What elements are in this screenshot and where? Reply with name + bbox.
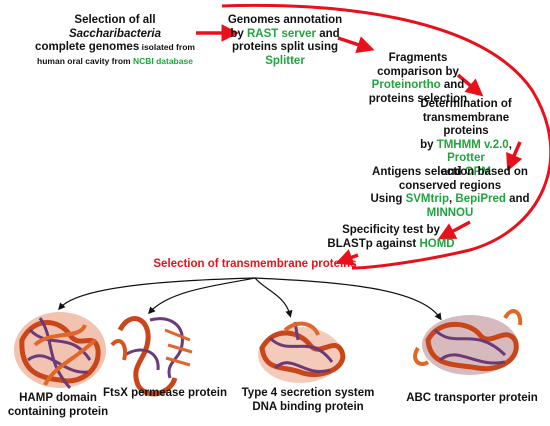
step-1-line-2-suffix: isolated from	[139, 42, 195, 52]
step-1-line-1: Selection of all	[74, 14, 156, 26]
tmhmm-label: TMHMM v.2.0	[436, 138, 509, 151]
protein-label-t4ss: Type 4 secretion system DNA binding prot…	[238, 387, 378, 414]
step-4-line-4: and	[441, 165, 465, 178]
arrow-step6-to-result	[335, 249, 359, 266]
branch-to-t4ss	[254, 277, 293, 318]
step-1-line-3: human oral cavity from	[37, 55, 133, 66]
step-6-specificity: Specificity test by BLASTp against HOMD	[326, 224, 456, 251]
t4ss-line-2: DNA binding protein	[252, 400, 364, 413]
step-3-line-1: Fragments	[388, 52, 448, 64]
protter-label: Protter	[447, 152, 485, 164]
protein-label-abc: ABC transporter protein	[398, 392, 546, 406]
opm-label: OPM	[464, 165, 491, 178]
abc-protein-structure	[413, 309, 523, 375]
step-5-line-2: conserved regions	[398, 179, 502, 192]
minnou-label: MINNOU	[426, 206, 474, 219]
svmtrip-label: SVMtrip	[405, 193, 450, 205]
t4ss-protein-structure	[258, 321, 346, 383]
step-3-line-2: comparison by	[377, 65, 459, 78]
hamp-line-2: containing protein	[7, 405, 109, 418]
protein-label-hamp: HAMP domain containing protein	[2, 392, 114, 419]
splitter-label: Splitter	[265, 54, 305, 67]
step-4-transmembrane: Determination of transmembrane proteins …	[400, 98, 532, 179]
arrow-step2-to-3	[337, 36, 375, 53]
step-4-line-1: Determination of	[420, 98, 512, 110]
main-red-arc	[221, 3, 550, 270]
result-title: Selection of transmembrane proteins	[153, 258, 357, 270]
step-2-line-1: Genomes annotation	[227, 14, 343, 26]
bepipred-label: BepiPred	[455, 193, 506, 205]
homd-label: HOMD	[419, 237, 455, 250]
step-1-line-2: complete genomes	[35, 41, 140, 53]
step-6-line-2: BLASTp against	[327, 237, 420, 250]
step-3-line-3-suffix: and	[440, 79, 465, 91]
step-4-comma: ,	[508, 138, 512, 151]
arrow-step3-to-4	[456, 73, 484, 97]
branch-to-hamp	[58, 277, 256, 311]
step-6-line-1: Specificity test by	[342, 224, 440, 236]
step-5-line-3-suffix: and	[505, 193, 530, 205]
proteinortho-label: Proteinortho	[371, 79, 441, 91]
ncbi-database-label: NCBI database	[132, 55, 193, 66]
step-4-line-2: transmembrane proteins	[422, 111, 510, 138]
step-2-line-2: by	[230, 27, 247, 40]
hamp-line-1: HAMP domain	[19, 392, 97, 404]
step-2-line-3: proteins split using	[231, 41, 339, 53]
step-2-annotation: Genomes annotation by RAST server and pr…	[226, 14, 344, 68]
step-1-ncbi-selection: Selection of all Saccharibacteria comple…	[30, 14, 200, 68]
step-5-antigen-selection: Antigens selection based on conserved re…	[370, 166, 530, 220]
step-5-line-3: Using	[370, 193, 406, 205]
branch-to-abc	[254, 277, 442, 321]
step-1-taxon: Saccharibacteria	[68, 27, 162, 40]
step-4-line-3: by	[420, 138, 437, 151]
step-5-comma: ,	[449, 193, 456, 205]
abc-line-1: ABC transporter protein	[406, 392, 538, 404]
ftsx-line-1: FtsX permease protein	[103, 387, 227, 399]
t4ss-line-1: Type 4 secretion system	[241, 387, 375, 399]
step-5-line-1: Antigens selection based on	[372, 166, 528, 178]
protein-label-ftsx: FtsX permease protein	[95, 387, 235, 401]
arrow-step5-to-6	[437, 220, 471, 240]
step-2-line-2-suffix: and	[316, 27, 340, 40]
hamp-protein-structure	[14, 312, 106, 389]
step-3-comparison: Fragments comparison by Proteinortho and…	[368, 52, 468, 106]
ftsx-protein-structure	[110, 316, 193, 397]
arrow-step4-to-5	[506, 141, 523, 172]
rast-server-label: RAST server	[246, 27, 317, 40]
branch-to-ftsx	[148, 277, 256, 315]
step-3-line-4: proteins selection	[368, 92, 468, 105]
